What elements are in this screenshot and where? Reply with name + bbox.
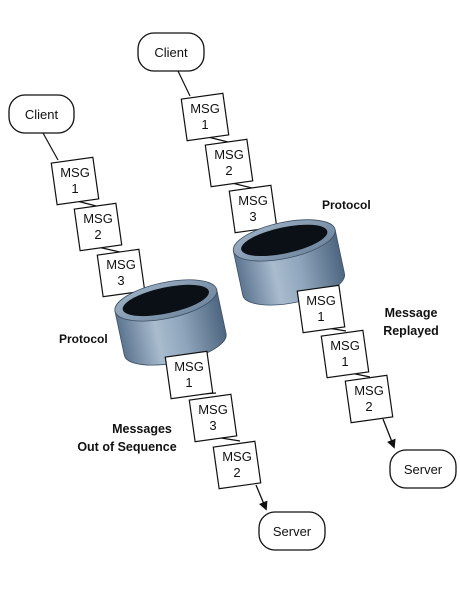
protocol-label: Protocol <box>322 198 371 212</box>
message-box: MSG 2 <box>344 374 394 424</box>
message-number: 1 <box>71 181 78 196</box>
message-box: MSG 1 <box>50 156 100 206</box>
message-number: 1 <box>317 309 324 324</box>
message-title: MSG <box>238 193 268 208</box>
server-node: Server <box>258 511 326 551</box>
message-number: 3 <box>209 418 216 433</box>
client-label: Client <box>25 107 59 122</box>
message-box: MSG 3 <box>96 248 146 298</box>
message-box: MSG 2 <box>73 202 123 252</box>
connector-line <box>177 70 191 97</box>
arrow-to-server <box>382 418 396 449</box>
client-label: Client <box>154 45 188 60</box>
arrow-to-server <box>255 484 268 511</box>
message-number: 2 <box>365 399 372 414</box>
message-box: MSG 1 <box>296 284 346 334</box>
message-number: 3 <box>249 209 256 224</box>
message-number: 1 <box>341 354 348 369</box>
client-node: Client <box>8 94 75 134</box>
message-box: MSG 1 <box>320 329 370 379</box>
caption-line-1: Messages <box>112 422 172 436</box>
message-title: MSG <box>60 165 90 180</box>
right-flow: Client MSG 1 MSG 2 MSG 3 Protocol MSG <box>137 32 457 489</box>
connector-line <box>42 132 59 161</box>
server-label: Server <box>273 524 312 539</box>
message-title: MSG <box>306 293 336 308</box>
message-title: MSG <box>190 101 220 116</box>
client-node: Client <box>137 32 205 72</box>
protocol-cylinder <box>232 219 345 306</box>
protocol-cylinder <box>114 279 227 366</box>
caption-line-2: Out of Sequence <box>77 440 176 454</box>
message-number: 3 <box>117 273 124 288</box>
message-box: MSG 3 <box>188 393 238 443</box>
message-title: MSG <box>354 383 384 398</box>
message-title: MSG <box>198 402 228 417</box>
message-title: MSG <box>214 147 244 162</box>
message-number: 2 <box>233 465 240 480</box>
message-title: MSG <box>222 449 252 464</box>
message-number: 2 <box>94 227 101 242</box>
message-number: 2 <box>225 163 232 178</box>
message-title: MSG <box>174 359 204 374</box>
message-box: MSG 1 <box>164 350 214 400</box>
message-box: MSG 2 <box>204 138 254 188</box>
message-title: MSG <box>106 257 136 272</box>
left-flow: Client MSG 1 MSG 2 MSG 3 Protocol MSG <box>8 94 326 551</box>
caption-line-2: Replayed <box>383 324 439 338</box>
message-number: 1 <box>185 375 192 390</box>
message-box: MSG 3 <box>228 184 278 234</box>
message-title: MSG <box>330 338 360 353</box>
message-box: MSG 1 <box>180 92 230 142</box>
server-label: Server <box>404 462 443 477</box>
server-node: Server <box>389 449 457 489</box>
message-box: MSG 2 <box>212 440 262 490</box>
caption-line-1: Message <box>385 306 438 320</box>
message-title: MSG <box>83 211 113 226</box>
message-number: 1 <box>201 117 208 132</box>
protocol-label: Protocol <box>59 332 108 346</box>
